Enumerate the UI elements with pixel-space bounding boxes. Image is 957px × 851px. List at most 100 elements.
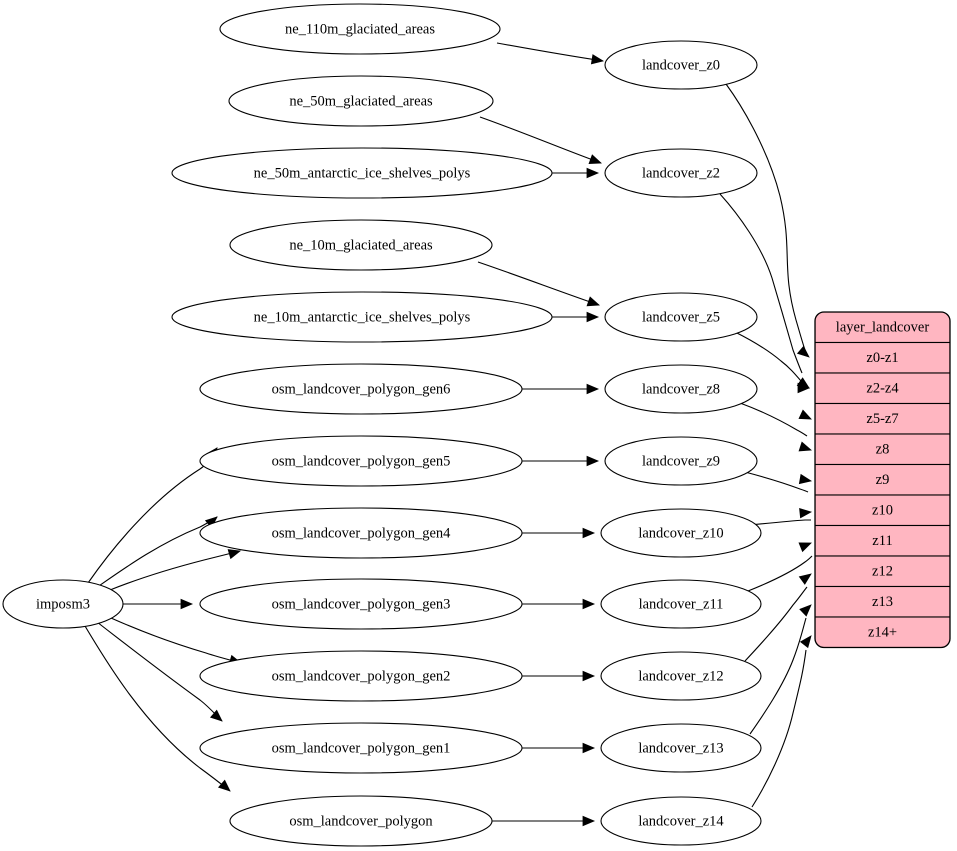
record-row-label-z0-z1: z0-z1 <box>866 350 898 366</box>
input-node-ellipse[interactable] <box>229 795 493 847</box>
input-node-ellipse[interactable] <box>199 722 523 774</box>
arrow-head-icon <box>209 709 223 722</box>
node-osm_landcover_polygon[interactable]: osm_landcover_polygon <box>229 795 493 847</box>
input-node-ellipse[interactable] <box>199 435 523 487</box>
layer-node-ellipse[interactable] <box>604 40 758 90</box>
record-row-z0-z1[interactable] <box>815 341 950 374</box>
edge-landcover_z5-to-z5-z7 <box>734 331 802 382</box>
arrow-head-icon <box>586 311 600 323</box>
arrow-head-icon <box>798 473 813 485</box>
layer-node-ellipse[interactable] <box>600 796 762 846</box>
layer-node-ellipse[interactable] <box>600 579 762 629</box>
arrow-head-icon <box>582 670 596 682</box>
node-landcover_z10[interactable]: landcover_z10 <box>600 508 762 558</box>
record-row-z9[interactable] <box>815 463 950 496</box>
input-node-ellipse[interactable] <box>228 75 494 127</box>
arrow-head-icon <box>586 167 600 179</box>
edge-imposm3-to-osm_landcover_polygon <box>84 625 231 792</box>
layer-node-ellipse[interactable] <box>604 148 758 198</box>
record-row-label-z8: z8 <box>876 442 890 458</box>
record-row-z11[interactable] <box>815 524 950 557</box>
arrow-head-icon <box>227 549 241 560</box>
node-label: ne_110m_glaciated_areas <box>285 21 435 37</box>
node-ne_10m_antarctic_ice_shelves_polys[interactable]: ne_10m_antarctic_ice_shelves_polys <box>171 291 553 343</box>
arrow-head-icon <box>798 473 813 485</box>
record-row-label-z14+: z14+ <box>868 625 897 641</box>
layer-node-ellipse[interactable] <box>600 723 762 773</box>
edge-landcover_z9-to-z9 <box>744 471 809 493</box>
node-landcover_z12[interactable]: landcover_z12 <box>600 651 762 701</box>
record-row-label-z9: z9 <box>876 472 890 488</box>
node-imposm3[interactable]: imposm3 <box>2 579 124 629</box>
arrow-head-icon <box>586 296 600 307</box>
arrow-head-icon <box>798 573 812 585</box>
record-row-z5-z7[interactable] <box>815 402 950 435</box>
arrow-head-icon <box>796 345 810 358</box>
arrow-head-icon <box>180 598 194 610</box>
arrow-head-icon <box>799 635 812 649</box>
arrow-head-icon <box>798 409 812 420</box>
node-ne_10m_glaciated_areas[interactable]: ne_10m_glaciated_areas <box>229 219 493 271</box>
layer-node-ellipse[interactable] <box>604 292 758 342</box>
node-osm_landcover_polygon_gen4[interactable]: osm_landcover_polygon_gen4 <box>199 507 523 559</box>
arrow-head-icon <box>209 709 223 722</box>
node-label: ne_10m_antarctic_ice_shelves_polys <box>254 309 471 325</box>
input-node-ellipse[interactable] <box>199 650 523 702</box>
record-row-z8[interactable] <box>815 433 950 466</box>
record-row-z14+[interactable] <box>815 616 950 648</box>
node-osm_landcover_polygon_gen6[interactable]: osm_landcover_polygon_gen6 <box>199 363 523 415</box>
node-landcover_z9[interactable]: landcover_z9 <box>604 436 758 486</box>
input-node-ellipse[interactable] <box>199 363 523 415</box>
input-node-ellipse[interactable] <box>219 3 501 55</box>
node-landcover_z14[interactable]: landcover_z14 <box>600 796 762 846</box>
node-label: osm_landcover_polygon_gen4 <box>272 525 452 541</box>
node-osm_landcover_polygon_gen3[interactable]: osm_landcover_polygon_gen3 <box>199 578 523 630</box>
edge-landcover_z8-to-z8 <box>739 402 808 437</box>
input-node-ellipse[interactable] <box>199 507 523 559</box>
arrow-head-icon <box>180 598 194 610</box>
record-node-layer_landcover[interactable]: layer_landcoverz0-z1z2-z4z5-z7z8z9z10z11… <box>814 311 951 649</box>
input-node-ellipse[interactable] <box>171 147 553 199</box>
node-landcover_z13[interactable]: landcover_z13 <box>600 723 762 773</box>
edge-landcover_z13-to-z13 <box>749 617 807 735</box>
record-row-z12[interactable] <box>815 555 950 588</box>
input-node-ellipse[interactable] <box>229 219 493 271</box>
record-row-z2-z4[interactable] <box>815 372 950 405</box>
node-landcover_z0[interactable]: landcover_z0 <box>604 40 758 90</box>
edge-ne_50m_glaciated_areas-to-landcover_z2 <box>479 116 602 164</box>
node-ne_50m_antarctic_ice_shelves_polys[interactable]: ne_50m_antarctic_ice_shelves_polys <box>171 147 553 199</box>
node-ne_50m_glaciated_areas[interactable]: ne_50m_glaciated_areas <box>228 75 494 127</box>
input-node-ellipse[interactable] <box>199 578 523 630</box>
source-node-ellipse[interactable] <box>2 579 124 629</box>
node-label: landcover_z9 <box>642 453 720 469</box>
node-landcover_z5[interactable]: landcover_z5 <box>604 292 758 342</box>
node-osm_landcover_polygon_gen2[interactable]: osm_landcover_polygon_gen2 <box>199 650 523 702</box>
input-node-ellipse[interactable] <box>171 291 553 343</box>
node-label: ne_50m_antarctic_ice_shelves_polys <box>254 165 471 181</box>
node-osm_landcover_polygon_gen5[interactable]: osm_landcover_polygon_gen5 <box>199 435 523 487</box>
node-landcover_z2[interactable]: landcover_z2 <box>604 148 758 198</box>
layer-node-ellipse[interactable] <box>604 364 758 414</box>
arrow-head-icon <box>586 167 600 179</box>
layer-node-ellipse[interactable] <box>600 508 762 558</box>
arrow-head-icon <box>799 508 813 519</box>
record-row-label-z11: z11 <box>872 533 892 549</box>
node-landcover_z8[interactable]: landcover_z8 <box>604 364 758 414</box>
node-label: osm_landcover_polygon_gen1 <box>272 740 451 756</box>
arrow-head-icon <box>797 382 811 394</box>
layer-node-ellipse[interactable] <box>600 651 762 701</box>
node-landcover_z11[interactable]: landcover_z11 <box>600 579 762 629</box>
nodes-layer: imposm3 ne_110m_glaciated_areas ne_50m_gla… <box>2 3 762 847</box>
node-label: landcover_z0 <box>642 57 720 73</box>
arrow-head-icon <box>588 154 602 164</box>
node-ne_110m_glaciated_areas[interactable]: ne_110m_glaciated_areas <box>219 3 501 55</box>
node-label: imposm3 <box>36 596 90 612</box>
node-osm_landcover_polygon_gen1[interactable]: osm_landcover_polygon_gen1 <box>199 722 523 774</box>
layer-node-ellipse[interactable] <box>604 436 758 486</box>
record-row-label-z13: z13 <box>872 594 893 610</box>
arrow-head-icon <box>586 455 600 467</box>
arrow-head-icon <box>227 549 241 560</box>
record-node-layer: layer_landcoverz0-z1z2-z4z5-z7z8z9z10z11… <box>814 311 951 649</box>
node-label: osm_landcover_polygon_gen5 <box>272 453 451 469</box>
